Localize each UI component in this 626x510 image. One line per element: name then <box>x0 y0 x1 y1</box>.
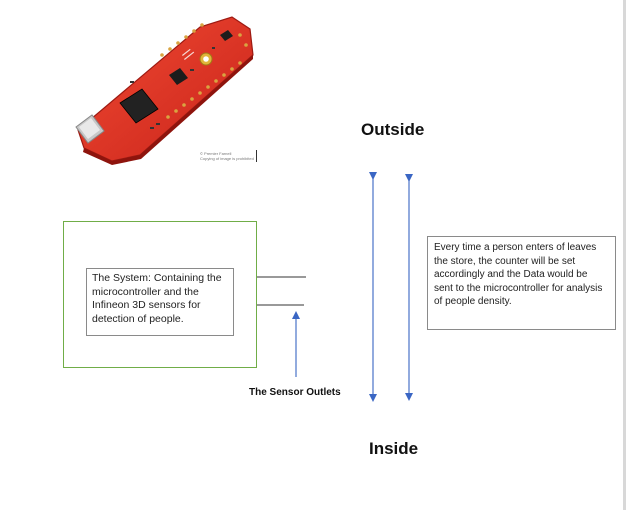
sensor-outlets-label: The Sensor Outlets <box>249 387 341 398</box>
photo-credit: © Premier Farnell Copying of image is pr… <box>200 151 260 161</box>
system-description-box: The System: Containing the microcontroll… <box>86 268 234 336</box>
system-enclosure <box>63 221 257 368</box>
page-edge <box>623 0 626 510</box>
photo-credit-divider <box>256 150 257 162</box>
photo-credit-line1: © Premier Farnell <box>200 151 232 156</box>
counter-description-box: Every time a person enters of leaves the… <box>427 236 616 330</box>
microcontroller-board-image <box>75 16 254 165</box>
photo-credit-line2: Copying of image is prohibited <box>200 156 254 161</box>
outside-label: Outside <box>361 120 425 139</box>
inside-label: Inside <box>369 439 419 458</box>
